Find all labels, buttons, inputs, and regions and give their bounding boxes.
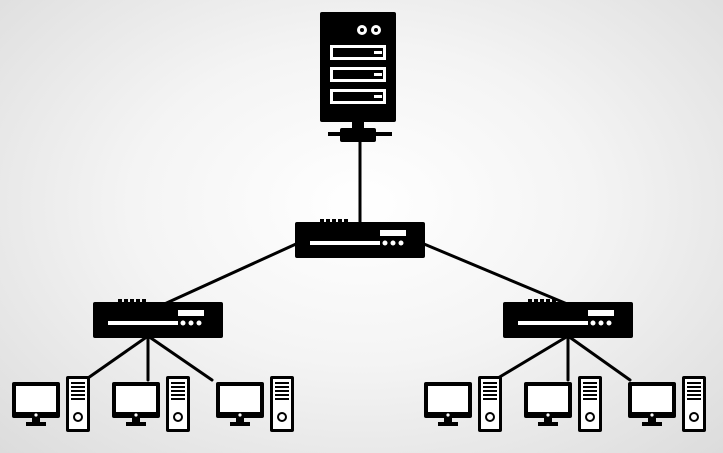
link-core-left bbox=[158, 242, 298, 308]
network-switch-icon bbox=[295, 219, 425, 258]
network-switch-icon bbox=[503, 299, 633, 338]
link-right-ws1 bbox=[496, 334, 570, 380]
link-core-right bbox=[422, 242, 574, 308]
core-switch bbox=[295, 219, 425, 258]
workstation-left-1 bbox=[11, 375, 91, 433]
monitor-icon bbox=[523, 375, 603, 433]
workstation-left-3 bbox=[215, 375, 295, 433]
monitor-icon bbox=[215, 375, 295, 433]
server-icon bbox=[320, 12, 396, 142]
link-left-ws1 bbox=[86, 334, 150, 380]
workstation-right-2 bbox=[523, 375, 603, 433]
workstation-right-3 bbox=[627, 375, 707, 433]
link-right-ws3 bbox=[566, 334, 632, 382]
monitor-icon bbox=[111, 375, 191, 433]
link-left-ws3 bbox=[146, 334, 214, 382]
left-switch bbox=[93, 299, 223, 338]
network-links bbox=[86, 138, 632, 382]
workstation-left-2 bbox=[111, 375, 191, 433]
network-switch-icon bbox=[93, 299, 223, 338]
monitor-icon bbox=[11, 375, 91, 433]
monitor-icon bbox=[423, 375, 503, 433]
workstation-right-1 bbox=[423, 375, 503, 433]
right-switch bbox=[503, 299, 633, 338]
monitor-icon bbox=[627, 375, 707, 433]
